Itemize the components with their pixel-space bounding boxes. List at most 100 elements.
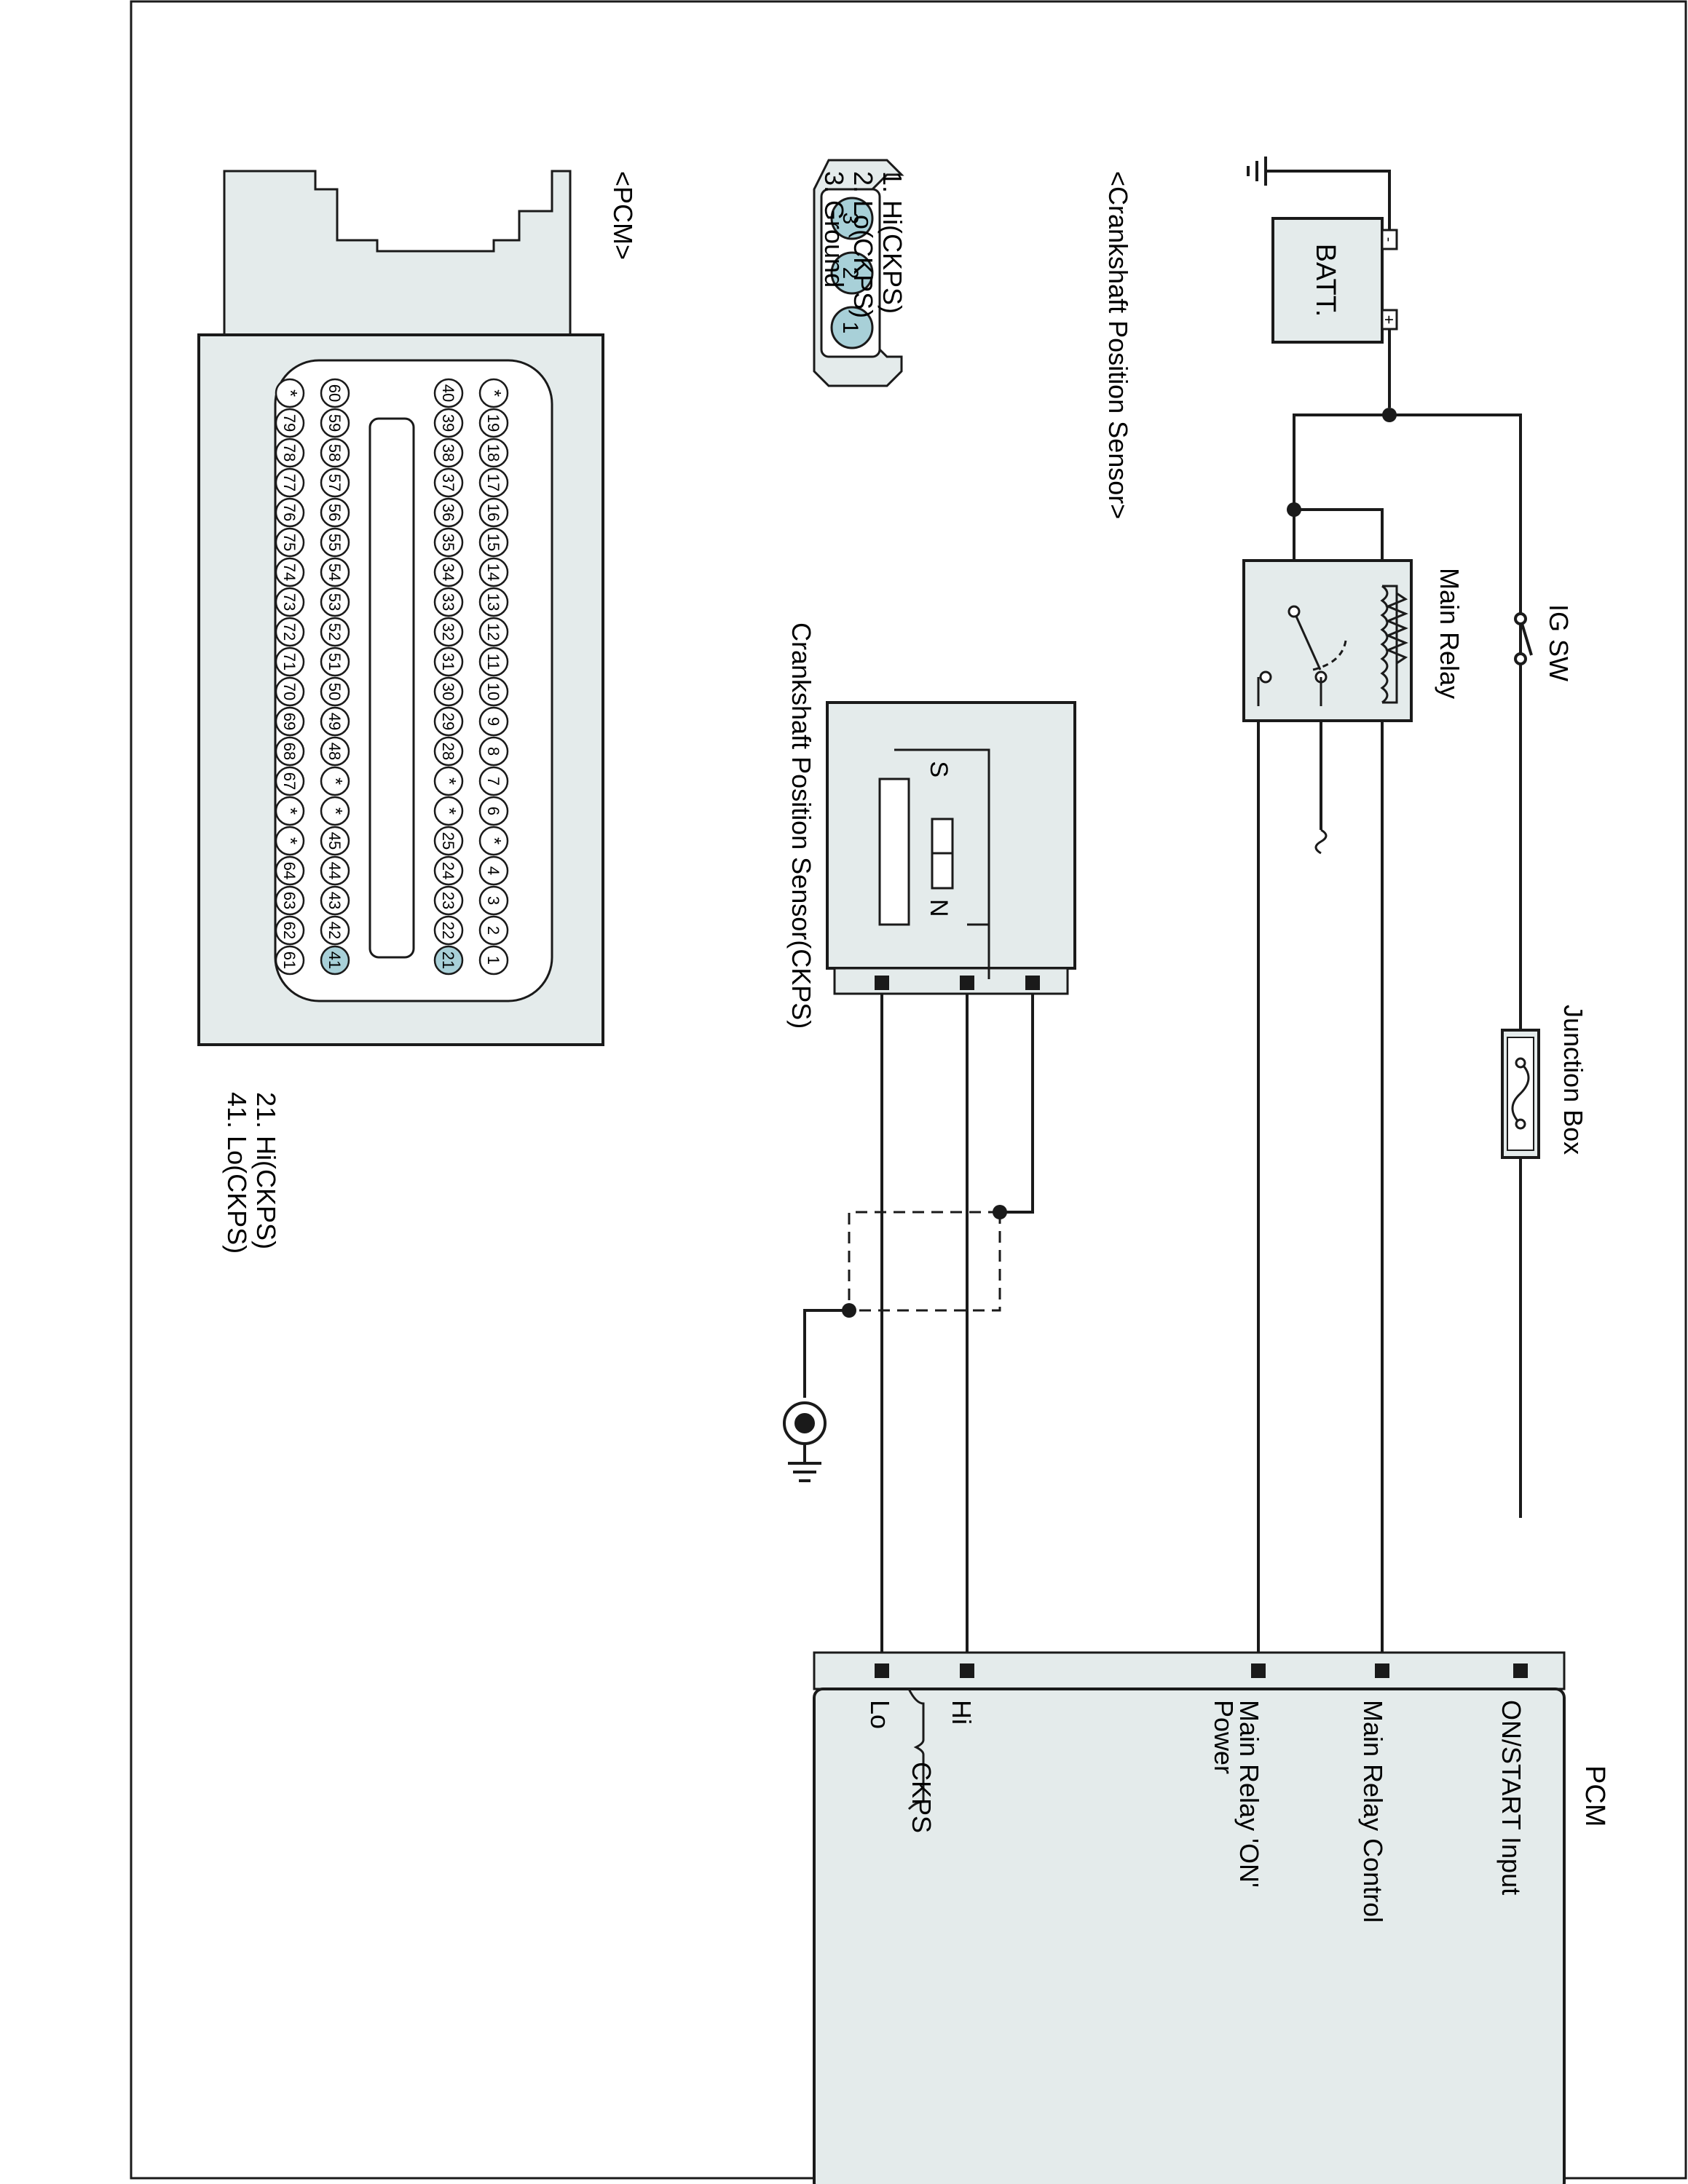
pcm-pin-label: 69 [280,713,299,730]
pcm-legend-item: 41. Lo(CKPS) [222,1092,252,1254]
ckps-connector-title: <Crankshaft Position Sensor> [1103,171,1133,519]
shield-line-upper [848,1211,1000,1310]
pcm-pin [478,408,509,438]
pcm-pin-label: 73 [280,593,299,611]
pcm-pin-label: 55 [326,534,344,551]
pcm-pin [320,378,350,408]
pcm-pin [478,855,509,886]
pcm-pin-label: 19 [484,414,502,432]
shield [848,930,1001,1312]
battery-plus-terminal [1381,309,1398,331]
pcm-connector-strip [813,1651,1566,1690]
pcm-pin [275,557,305,587]
pcm-pin [478,706,509,737]
magnet-core [878,778,910,926]
pcm-connector-tab [223,170,572,336]
pcm-pin [433,617,464,647]
pcm-pin [433,587,464,617]
pcm-pin-label: * [484,389,505,397]
pcm-pin-label: 34 [439,563,457,581]
pcm-pin [478,557,509,587]
shield-ground-wire [803,1309,849,1398]
pcm-pin-label: * [325,778,347,785]
pcm-input-relay-power: Main Relay 'ON' [1234,1700,1264,1888]
pcm-pin-label: 41 [326,951,344,969]
relay-output-break [1314,828,1328,855]
pcm-pin-label: 52 [326,623,344,641]
pcm-pin-label: 29 [439,713,457,730]
pcm-pin-label: * [280,837,301,844]
pcm-pin-label: 17 [484,474,502,491]
pin-terminal [1025,976,1040,990]
pcm-pin-label: 8 [484,747,502,756]
ig-switch [1514,612,1533,665]
pcm-pin [275,826,305,856]
battery-plus-wire [1388,319,1391,408]
pcm-pin-label: 56 [326,504,344,521]
ckps-sensor-connector [833,967,1069,995]
pcm-pin-label: 64 [280,862,299,879]
pcm-connector-view: <PCM> *191817161514131211109876*43214039… [197,170,638,1254]
junction-dot [1382,408,1397,422]
ckps-bracket [907,1688,925,1811]
pcm-pin-label: 39 [439,414,457,432]
pcm-pin-label: 76 [280,504,299,521]
pcm-pin-label: 72 [280,623,299,641]
pcm-pin-label: 7 [484,777,502,786]
pcm-pin [275,527,305,558]
pin-terminal [875,976,889,990]
pcm-pin-label: 61 [280,951,299,969]
pcm-input-relay-control: Main Relay Control [1358,1700,1388,1923]
pole-s-label: S [925,761,953,778]
pcm-pin-label: 36 [439,504,457,521]
ig-switch-label: IG SW [1544,604,1574,681]
pcm-pin [320,945,350,976]
pcm-pin-label: 31 [439,653,457,670]
pcm-pin-label: 71 [280,653,299,670]
pcm-pin [275,467,305,498]
pcm-pin [320,408,350,438]
pcm-pin [320,736,350,767]
pcm-pin [275,885,305,916]
pcm-pin-label: 35 [439,534,457,551]
pcm-pin-label: 18 [484,444,502,462]
pcm-connector-key [368,417,415,959]
pcm-pin [478,497,509,528]
pcm-pin [433,527,464,558]
pcm-pin [320,676,350,707]
pin-terminal [960,976,974,990]
pole-n-label: N [925,899,953,917]
shield-line-lower [849,1212,1001,1312]
pcm-pin-label: 57 [326,474,344,491]
ckps-pin-3 [830,197,874,240]
pcm-pin-label: 42 [326,922,344,939]
pcm-pin [320,826,350,856]
ckps-pin-label: 3 [838,213,862,225]
pcm-pin [320,766,350,796]
pcm-pin [320,617,350,647]
pcm-pin [478,676,509,707]
pcm-pin [478,826,509,856]
pcm-pin-label: 2 [484,926,502,935]
pcm-pin-label: 44 [326,862,344,879]
junction-dot [1287,502,1301,517]
pcm-pin-label: * [484,837,505,844]
pcm-pin [478,885,509,916]
pcm-pin [320,885,350,916]
pcm-pin [320,587,350,617]
pcm-module: PCM ON/START Input Main Relay Control Ma… [813,1651,1610,2184]
pcm-pin-label: 21 [439,951,457,969]
pcm-pin [478,766,509,796]
pcm-pin [433,915,464,946]
pcm-pin-label: * [438,778,460,785]
pcm-pin-label: 14 [484,563,502,581]
relay-contact [1257,605,1347,706]
pcm-pin [433,766,464,796]
pcm-pin [478,438,509,468]
pcm-input-on-start: ON/START Input [1496,1700,1526,1895]
pcm-pin [320,646,350,677]
battery-ground-symbol [1247,157,1267,186]
main-relay-label: Main Relay [1435,568,1464,699]
pcm-pin-label: * [280,389,301,397]
pcm-pin [433,408,464,438]
